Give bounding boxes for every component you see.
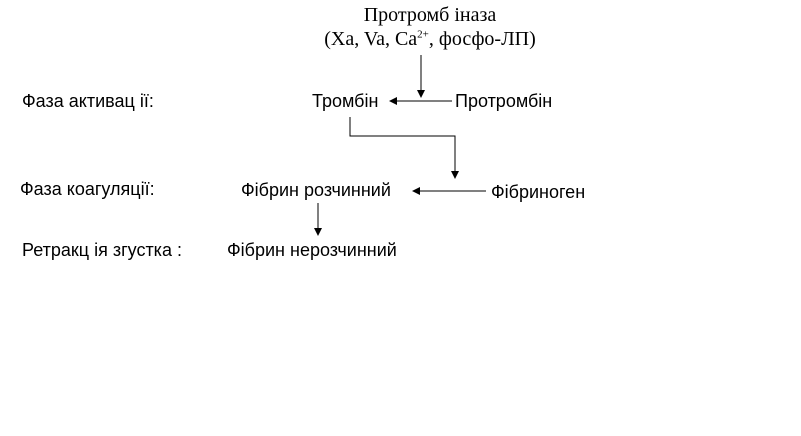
enzyme-cofactors: (Xa, Va, Ca2+, фосфо-ЛП) [324,29,536,49]
node-prothrombin: Протромбін [455,91,553,111]
node-fibrinogen: Фібриноген [491,182,586,202]
phase-coagulation-label: Фаза коагуляції: [20,179,155,199]
arrow-thrombin-to-coagulation [349,117,459,179]
node-fibrin-soluble: Фібрин розчинний [241,180,391,200]
node-fibrin-insoluble: Фібрин нерозчинний [227,240,397,260]
phase-activation-label: Фаза активац ії: [22,91,154,111]
node-thrombin: Тромбін [312,91,379,111]
cofactors-suffix: , фосфо-ЛП) [428,28,536,50]
enzyme-name: Протромб іназа [363,4,497,26]
phase-retraction-label: Ретракц ія згустка : [22,240,182,260]
cofactors-prefix: (Xa, Va, Ca [324,28,418,50]
calcium-charge: 2+ [417,28,429,41]
